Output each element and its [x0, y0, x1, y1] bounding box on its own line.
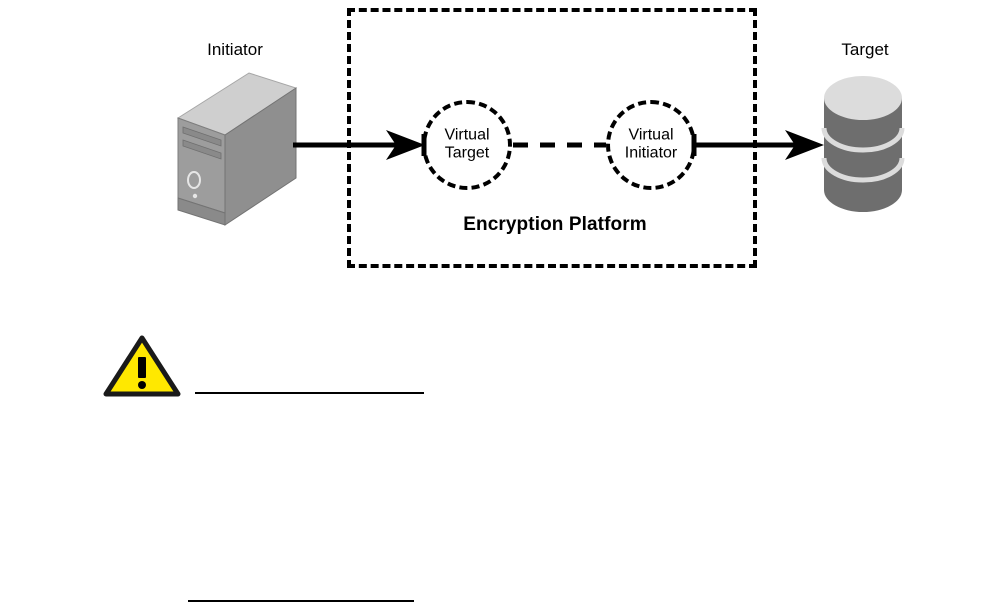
horizontal-rule-bottom — [188, 600, 414, 602]
database-cylinder-icon — [821, 76, 905, 212]
virtual-target-node: Virtual Target — [422, 100, 512, 190]
virtual-initiator-node-label: Virtual Initiator — [624, 126, 678, 162]
initiator-label: Initiator — [207, 40, 263, 59]
warning-triangle-icon — [103, 335, 181, 397]
encryption-platform-label: Encryption Platform — [463, 214, 647, 235]
virtual-target-node-label: Virtual Target — [444, 126, 490, 162]
target-label: Target — [841, 40, 889, 59]
virtual-initiator-node: Virtual Initiator — [606, 100, 696, 190]
horizontal-rule-top — [195, 392, 424, 394]
encryption-platform-boundary — [347, 8, 757, 268]
server-tower-icon — [176, 72, 298, 226]
